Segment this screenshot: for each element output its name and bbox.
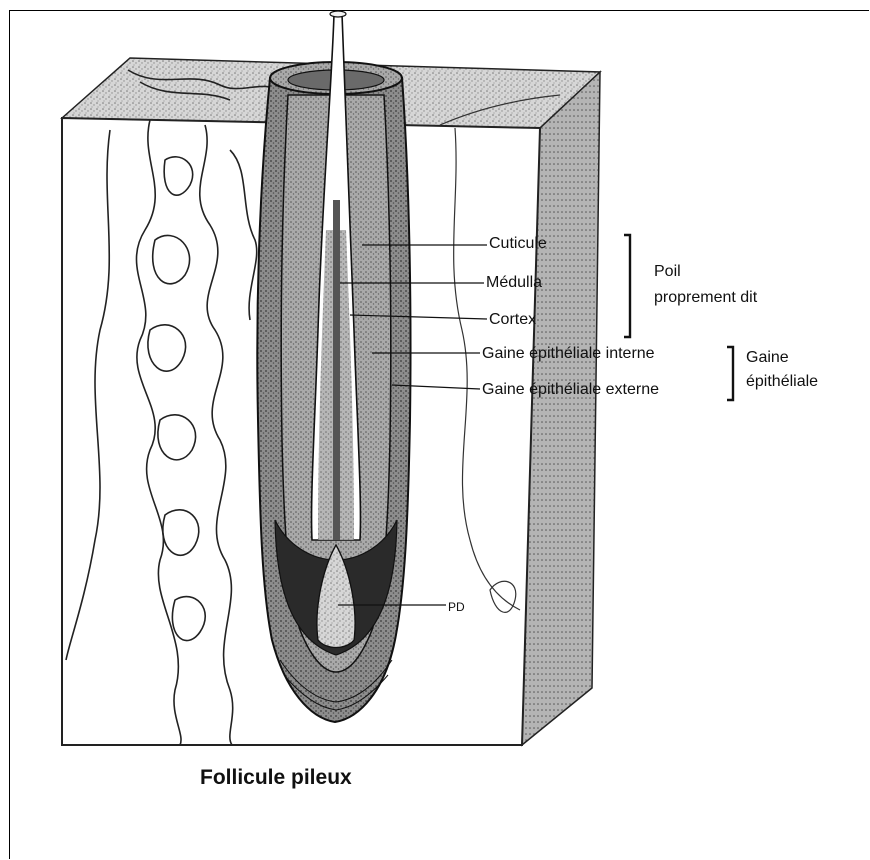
- brackets: [624, 235, 733, 400]
- group-gaine-line2: épithéliale: [746, 373, 818, 391]
- label-gaine-interne: Gaine épithéliale interne: [482, 345, 655, 363]
- label-cortex: Cortex: [489, 311, 536, 329]
- hair-medulla: [333, 200, 340, 540]
- group-poil-line2: proprement dit: [654, 289, 757, 307]
- figure-caption: Follicule pileux: [200, 766, 352, 790]
- group-poil-line1: Poil: [654, 263, 681, 281]
- label-gaine-externe: Gaine épithéliale externe: [482, 381, 659, 399]
- bracket-poil: [624, 235, 630, 337]
- hair-tip: [330, 11, 346, 17]
- bracket-gaine: [727, 347, 733, 400]
- label-medulla: Médulla: [486, 274, 542, 292]
- label-cuticule: Cuticule: [489, 235, 547, 253]
- label-pd: PD: [448, 598, 465, 616]
- group-gaine-line1: Gaine: [746, 349, 789, 367]
